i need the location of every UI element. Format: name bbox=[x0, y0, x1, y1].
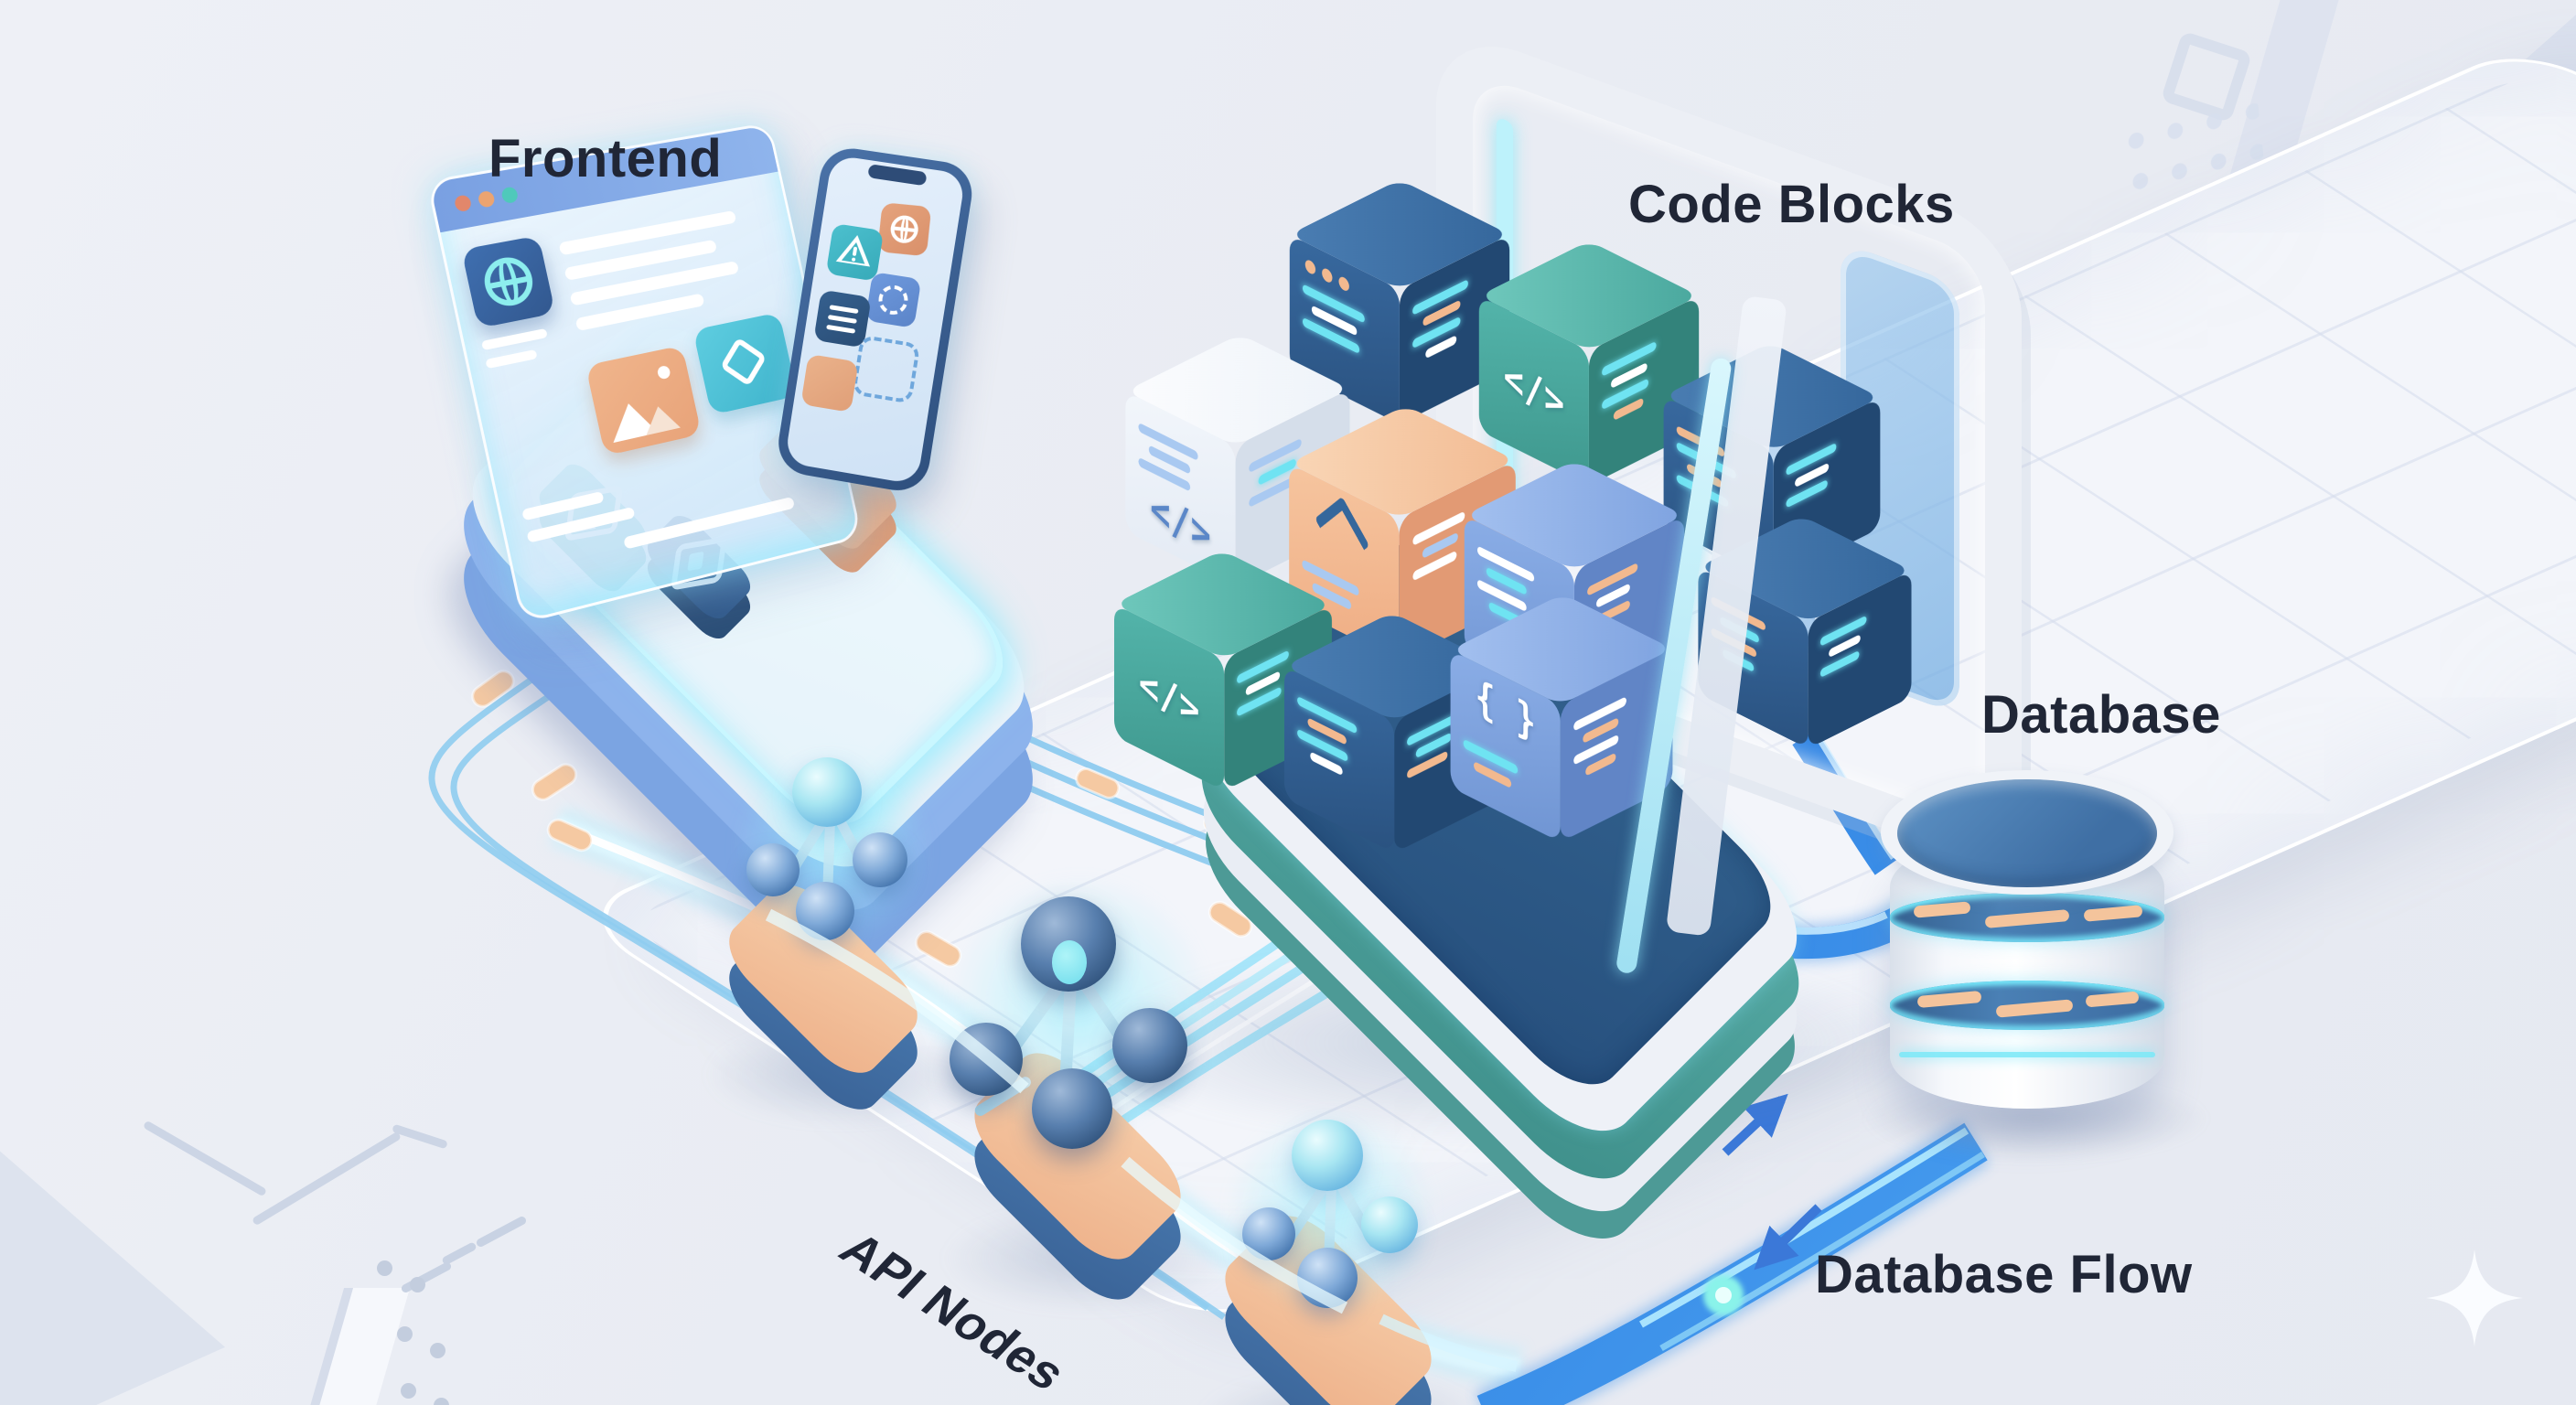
database-band bbox=[1890, 893, 2164, 942]
phone-tile-blank bbox=[800, 353, 859, 413]
text-line bbox=[485, 349, 538, 370]
code-cube-blue: { } bbox=[1450, 594, 1673, 842]
sun-icon bbox=[656, 364, 671, 381]
phone-notch-icon bbox=[867, 164, 928, 187]
molecule-node bbox=[950, 1023, 1023, 1096]
molecule-node bbox=[1297, 1248, 1358, 1308]
code-cube-teal: </> bbox=[1478, 241, 1700, 486]
glow-line bbox=[1899, 1052, 2155, 1057]
decor-dot bbox=[434, 1398, 449, 1405]
molecule-node bbox=[853, 832, 907, 887]
nav-tile bbox=[461, 235, 556, 329]
window-dot-icon bbox=[453, 194, 473, 213]
molecule-node bbox=[1292, 1120, 1363, 1191]
molecule-node bbox=[1361, 1196, 1418, 1253]
image-card bbox=[585, 345, 702, 456]
code-cube-navy bbox=[1283, 612, 1503, 853]
decor-dot bbox=[401, 1383, 416, 1399]
list-icon bbox=[829, 305, 859, 315]
window-dot-icon bbox=[477, 189, 496, 209]
decor-dot bbox=[410, 1277, 425, 1292]
code-cube-teal: </> bbox=[1113, 550, 1333, 791]
phone-tile-placeholder bbox=[852, 334, 921, 404]
label-frontend: Frontend bbox=[488, 129, 723, 188]
code-cube-navy bbox=[1289, 179, 1510, 424]
phone-tile-network bbox=[877, 202, 932, 257]
sparkle-icon bbox=[2426, 1249, 2523, 1346]
code-cube-navy bbox=[1698, 515, 1912, 749]
shape-icon bbox=[720, 337, 767, 387]
phone-tile-warning bbox=[825, 222, 885, 282]
arrow-down-left-icon bbox=[1754, 1204, 1822, 1271]
molecule-node bbox=[1112, 1008, 1187, 1083]
phone-tile-link bbox=[864, 272, 922, 328]
molecule-node bbox=[796, 882, 854, 940]
decor-dot bbox=[397, 1326, 413, 1342]
molecule-node-core bbox=[1052, 940, 1087, 984]
frontend-left-wires bbox=[428, 628, 1226, 1320]
text-line bbox=[623, 496, 796, 550]
molecule-node bbox=[792, 757, 862, 827]
arrow-up-right-icon bbox=[1722, 1093, 1788, 1156]
database-top-disc bbox=[1897, 779, 2157, 887]
label-database-flow: Database Flow bbox=[1815, 1245, 2193, 1304]
link-icon bbox=[876, 283, 910, 317]
molecule-node bbox=[1242, 1207, 1295, 1260]
chevron-icon bbox=[1315, 496, 1370, 568]
shape-card bbox=[692, 312, 798, 415]
label-database: Database bbox=[1981, 685, 2221, 745]
database-band bbox=[1890, 981, 2164, 1030]
decor-dot bbox=[377, 1260, 392, 1276]
text-line bbox=[480, 327, 548, 351]
decor-dot bbox=[430, 1343, 445, 1358]
molecule-node bbox=[746, 843, 800, 896]
molecule-node bbox=[1032, 1068, 1112, 1149]
code-cube-peach bbox=[1289, 405, 1516, 661]
database-flow-pipe bbox=[1475, 1119, 1991, 1405]
label-code-blocks: Code Blocks bbox=[1628, 175, 1955, 234]
code-cube-white: </> bbox=[1125, 334, 1350, 586]
